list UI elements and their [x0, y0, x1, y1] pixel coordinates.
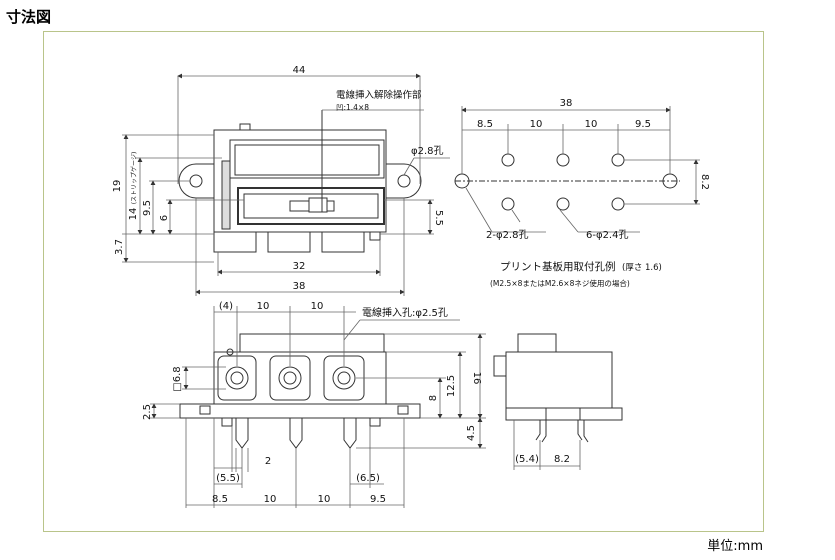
dim-2: 2	[265, 456, 271, 467]
dim-32: 32	[293, 261, 306, 272]
top-view	[178, 110, 422, 253]
dim-6-5-paren: (6.5)	[356, 473, 380, 484]
dim-9-5: 9.5	[142, 200, 153, 216]
pcb-thickness: (厚さ 1.6)	[622, 263, 662, 273]
strip-gauge-label: (ストリップゲージ)	[130, 152, 138, 205]
top-view-dims	[122, 73, 450, 296]
drawing-frame	[43, 31, 764, 532]
pcb-dim-9-5: 9.5	[635, 119, 651, 130]
dim-16: 16	[471, 372, 482, 385]
dim-44: 44	[293, 65, 306, 76]
front-view-dims	[150, 306, 486, 508]
pcb-dim-8-2: 8.2	[699, 174, 710, 190]
pcb-dims	[461, 106, 700, 233]
hole-phi-label: φ2.8孔	[411, 145, 444, 157]
dim-5-5-paren: (5.5)	[216, 473, 240, 484]
release-op-label: 電線挿入解除操作部	[336, 89, 422, 101]
side-dim-5-4: (5.4)	[515, 454, 539, 465]
front-dim-10a: 10	[257, 301, 270, 312]
dim-19: 19	[112, 180, 123, 193]
pcb-hole-b-label: 6-φ2.4孔	[586, 229, 628, 241]
pcb-pattern	[454, 153, 680, 211]
pcb-hole-a-label: 2-φ2.8孔	[486, 229, 528, 241]
pcb-title: プリント基板用取付孔例	[500, 260, 616, 273]
dim-8: 8	[428, 395, 439, 401]
dim-2-5: 2.5	[142, 404, 153, 420]
bottom-dim-10b: 10	[318, 494, 331, 505]
wire-hole-label: 電線挿入孔:φ2.5孔	[362, 306, 448, 319]
bottom-dim-8-5: 8.5	[212, 494, 228, 505]
bottom-dim-10a: 10	[264, 494, 277, 505]
dim-12-5: 12.5	[446, 375, 457, 397]
dim-sq-6-8: □6.8	[172, 366, 183, 391]
side-dim-8-2: 8.2	[554, 454, 570, 465]
pcb-dim-10a: 10	[530, 119, 543, 130]
front-dim-10b: 10	[311, 301, 324, 312]
dim-38: 38	[293, 281, 306, 292]
dim-5-5: 5.5	[433, 210, 444, 226]
side-view	[493, 333, 623, 443]
unit-label: 単位:mm	[707, 539, 763, 554]
dim-4-5: 4.5	[466, 425, 477, 441]
pcb-dim-8-5: 8.5	[477, 119, 493, 130]
pcb-dim-10b: 10	[585, 119, 598, 130]
front-view	[179, 333, 421, 449]
page-title: 寸法図	[6, 8, 52, 26]
side-view-dims	[513, 420, 581, 470]
release-size-label: 凹:1.4×8	[336, 103, 369, 112]
bottom-dim-9-5: 9.5	[370, 494, 386, 505]
dim-14: 14	[128, 208, 139, 221]
dim-3-7: 3.7	[114, 239, 125, 255]
pcb-dim-38: 38	[560, 98, 573, 109]
pcb-screw-note: (M2.5×8またはM2.6×8ネジ使用の場合)	[490, 278, 630, 288]
front-dim-4: (4)	[219, 301, 233, 312]
dim-6: 6	[159, 215, 170, 221]
